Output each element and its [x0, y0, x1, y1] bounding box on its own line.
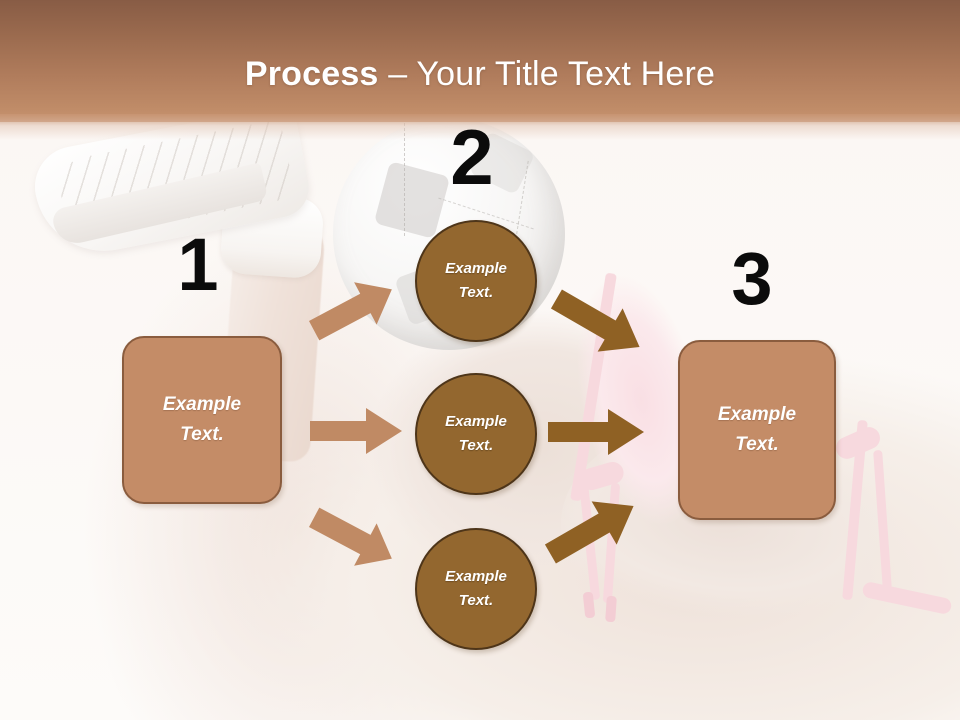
page-title-strong: Process — [244, 55, 379, 93]
ribbon-tip — [605, 595, 617, 623]
step-number-2: 2 — [450, 113, 494, 201]
step-number-3: 3 — [731, 237, 773, 320]
process-circle-bottom-line1: Example — [445, 568, 507, 585]
process-circle-middle-line1: Example — [445, 413, 507, 430]
ball-seam — [404, 118, 405, 236]
process-circle-top-line1: Example — [445, 260, 507, 277]
process-box-3-line2: Text. — [735, 434, 779, 455]
process-box-3[interactable]: Example Text. — [678, 340, 836, 520]
arrow-right-mid[interactable] — [546, 406, 646, 458]
process-circle-top-label: Example Text. — [445, 257, 507, 305]
process-box-1-label: Example Text. — [163, 390, 241, 450]
arrow-left-down[interactable] — [305, 500, 401, 576]
title-band — [0, 0, 960, 122]
process-circle-middle[interactable]: Example Text. — [415, 373, 537, 495]
process-box-1-line1: Example — [162, 394, 242, 415]
arrow-right-up[interactable] — [540, 490, 644, 570]
process-circle-middle-label: Example Text. — [445, 410, 507, 458]
page-title-rest: – Your Title Text Here — [388, 55, 716, 93]
process-circle-bottom-label: Example Text. — [445, 565, 507, 613]
process-circle-top[interactable]: Example Text. — [415, 220, 537, 342]
arrow-left-mid[interactable] — [308, 405, 404, 457]
process-box-3-label: Example Text. — [718, 400, 796, 460]
process-circle-bottom[interactable]: Example Text. — [415, 528, 537, 650]
arrow-left-up[interactable] — [305, 272, 401, 348]
title-band-fade — [0, 114, 960, 140]
process-circle-middle-line2: Text. — [458, 437, 494, 454]
arrow-right-down[interactable] — [546, 283, 650, 363]
process-circle-bottom-line2: Text. — [458, 592, 494, 609]
page-title: Process – Your Title Text Here — [0, 54, 960, 94]
process-box-1-line2: Text. — [180, 424, 224, 445]
process-box-1[interactable]: Example Text. — [122, 336, 282, 504]
process-box-3-line1: Example — [717, 404, 797, 425]
step-number-1: 1 — [177, 223, 219, 306]
process-circle-top-line2: Text. — [458, 284, 494, 301]
